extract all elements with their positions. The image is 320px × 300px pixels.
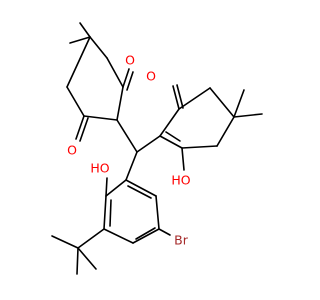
bond: [75, 115, 85, 140]
bond: [89, 36, 108, 59]
bond: [77, 228, 105, 249]
hydroxyl-label: HO: [90, 161, 109, 176]
bond: [51, 235, 79, 249]
bond: [77, 247, 97, 270]
bond: [103, 195, 107, 230]
bond: [233, 89, 245, 118]
bond: [69, 36, 91, 44]
oxygen-atom-label: O: [125, 53, 135, 68]
bond: [136, 135, 161, 153]
bond: [105, 179, 127, 197]
bond: [109, 199, 112, 227]
bond: [132, 228, 160, 244]
bond: [181, 145, 218, 149]
bond: [66, 36, 91, 88]
bond: [209, 87, 235, 118]
bond: [233, 113, 263, 118]
bond: [122, 68, 130, 88]
bond: [155, 195, 160, 230]
hydroxyl-label: HO: [171, 173, 190, 188]
bond: [125, 179, 157, 197]
bond: [66, 86, 85, 117]
bond-lines: [51, 22, 263, 275]
bond: [79, 117, 89, 142]
bond: [165, 131, 181, 142]
bond: [116, 119, 138, 153]
bond: [176, 84, 184, 109]
bond: [159, 135, 183, 149]
bond: [79, 22, 91, 38]
bond: [181, 147, 185, 171]
bond: [178, 87, 211, 110]
bond: [125, 151, 138, 181]
bromine-atom-label: Br: [174, 233, 189, 248]
bond: [103, 228, 134, 244]
bond: [105, 177, 108, 197]
atom-labels: O O O HO HO Br: [67, 53, 191, 248]
bond: [135, 227, 156, 240]
bond: [172, 85, 180, 110]
bond: [76, 247, 79, 275]
bond: [106, 57, 124, 88]
bond: [159, 108, 180, 137]
bond: [158, 228, 171, 236]
bond: [126, 71, 134, 91]
oxygen-atom-label: O: [146, 69, 156, 84]
oxygen-atom-label: O: [67, 143, 77, 158]
bond: [116, 86, 124, 121]
bond: [127, 185, 152, 199]
molecule-structure: O O O HO HO Br: [51, 22, 263, 275]
bond: [216, 116, 235, 147]
bond: [83, 115, 118, 121]
